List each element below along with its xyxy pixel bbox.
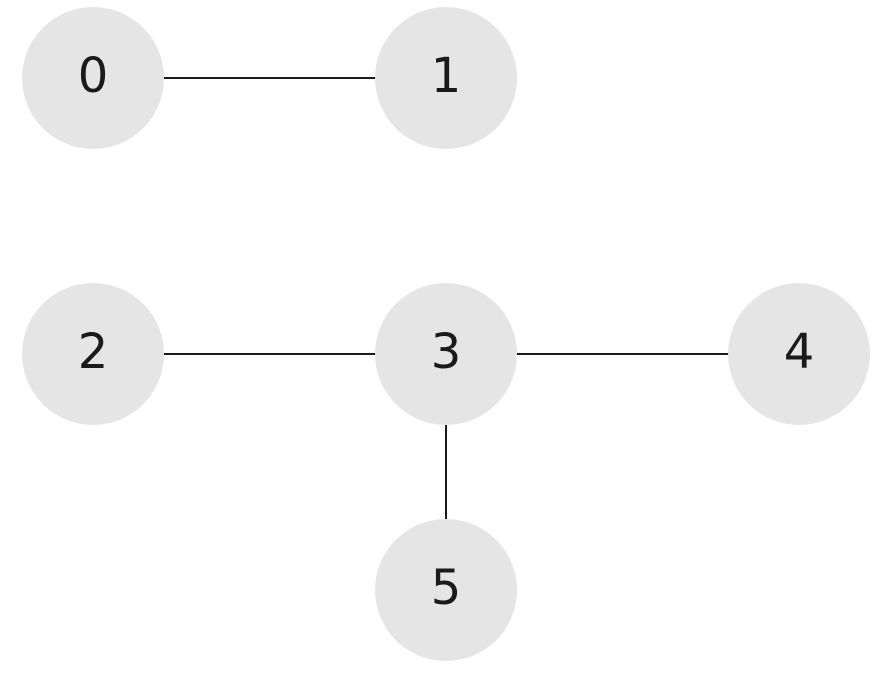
node-0-label: 0: [78, 48, 109, 104]
edges-layer: [163, 77, 729, 520]
node-2-circle: [22, 283, 164, 425]
node-3-label: 3: [431, 324, 462, 380]
node-1-circle: [375, 7, 517, 149]
node-3: 3: [375, 283, 517, 425]
node-5-circle: [375, 519, 517, 661]
node-4-circle: [728, 283, 870, 425]
node-1: 1: [375, 7, 517, 149]
node-4: 4: [728, 283, 870, 425]
node-3-circle: [375, 283, 517, 425]
node-5-label: 5: [431, 560, 462, 616]
node-0-circle: [22, 7, 164, 149]
nodes-layer: 0 1 2 3 4 5: [22, 7, 870, 661]
node-0: 0: [22, 7, 164, 149]
node-5: 5: [375, 519, 517, 661]
node-1-label: 1: [431, 48, 462, 104]
node-4-label: 4: [784, 324, 815, 380]
node-2: 2: [22, 283, 164, 425]
node-2-label: 2: [78, 324, 109, 380]
